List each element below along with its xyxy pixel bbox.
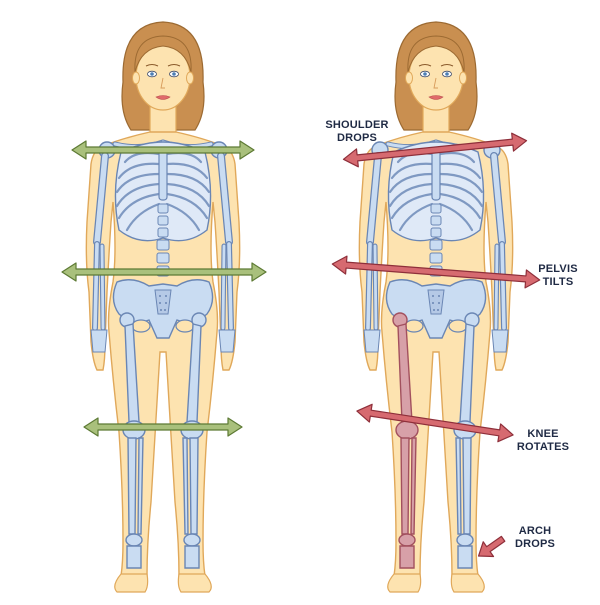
arch-label-line1: ARCH — [518, 525, 552, 537]
single-arrow-icon — [477, 535, 506, 558]
balanced-arrows — [61, 140, 267, 437]
knee-label-line2: ROTATES — [516, 441, 570, 453]
shoulder-drops-label: SHOULDER DROPS — [312, 119, 402, 145]
arch-label-line2: DROPS — [514, 538, 556, 550]
pelvis-tilts-label: PELVIS TILTS — [528, 263, 588, 289]
affected-leg — [392, 312, 419, 569]
double-arrow-icon — [356, 403, 514, 443]
knee-rotates-label: KNEE ROTATES — [508, 428, 578, 454]
imbalanced-arrows — [331, 132, 541, 558]
imbalanced-figure — [358, 21, 514, 593]
arch-drops-label: ARCH DROPS — [505, 525, 565, 551]
double-arrow-icon — [71, 140, 255, 160]
knee-label-line1: KNEE — [527, 428, 559, 440]
pelvis-label-line2: TILTS — [542, 276, 574, 288]
shoulder-label-line2: DROPS — [336, 132, 378, 144]
double-arrow-icon — [83, 417, 243, 437]
shoulder-label-line1: SHOULDER — [325, 119, 389, 131]
balanced-figure — [85, 21, 241, 593]
double-arrow-icon — [331, 255, 541, 289]
double-arrow-icon — [342, 132, 528, 168]
pelvis-label-line1: PELVIS — [538, 263, 578, 275]
double-arrow-icon — [61, 262, 267, 282]
